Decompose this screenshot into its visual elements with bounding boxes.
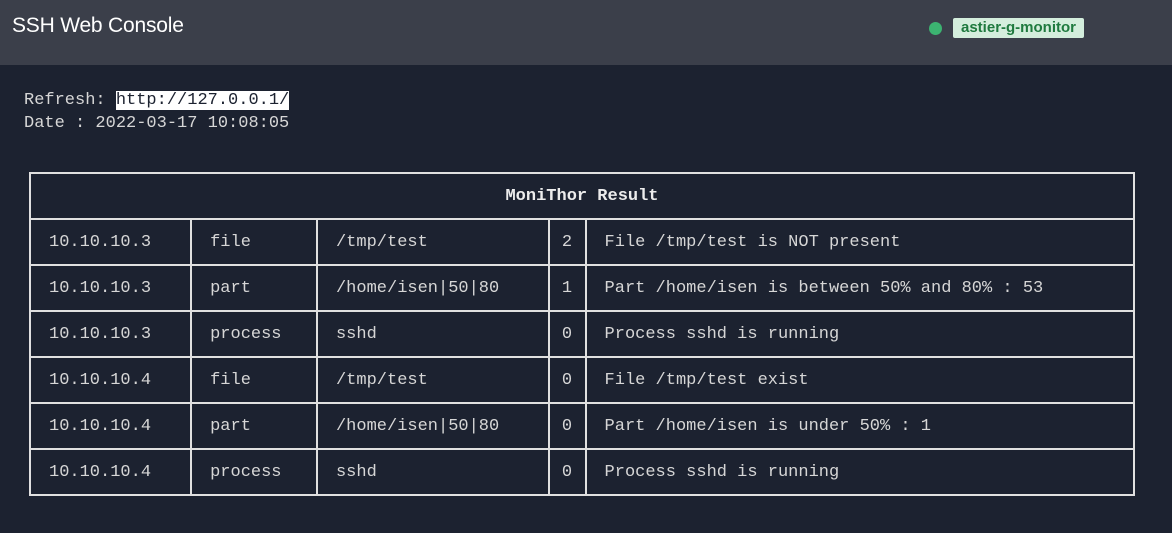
- cell-target: sshd: [315, 310, 550, 358]
- cell-type: part: [190, 402, 318, 450]
- cell-code: 0: [547, 310, 587, 358]
- cell-code: 0: [547, 402, 587, 450]
- cell-ip: 10.10.10.4: [28, 356, 193, 404]
- cell-ip: 10.10.10.3: [28, 264, 193, 312]
- top-bar: SSH Web Console astier-g-monitor: [0, 0, 1172, 65]
- cell-type: part: [190, 264, 318, 312]
- cell-ip: 10.10.10.3: [28, 218, 193, 266]
- table-title: MoniThor Result: [29, 172, 1135, 220]
- cell-message: Part /home/isen is under 50% : 1: [584, 402, 1136, 450]
- refresh-label: Refresh:: [24, 91, 116, 110]
- cell-type: process: [190, 448, 318, 496]
- cell-target: /tmp/test: [315, 356, 550, 404]
- cell-code: 1: [547, 264, 587, 312]
- app-title: SSH Web Console: [12, 14, 184, 37]
- cell-message: File /tmp/test exist: [584, 356, 1136, 404]
- cell-ip: 10.10.10.4: [28, 402, 193, 450]
- cell-code: 2: [547, 218, 587, 266]
- cell-type: file: [190, 218, 318, 266]
- table-header-row: MoniThor Result: [29, 172, 1135, 220]
- console-output: Refresh: http://127.0.0.1/ Date : 2022-0…: [24, 89, 290, 135]
- cell-message: Process sshd is running: [584, 448, 1136, 496]
- cell-type: process: [190, 310, 318, 358]
- cell-target: /home/isen|50|80: [315, 402, 550, 450]
- cell-message: File /tmp/test is NOT present: [584, 218, 1136, 266]
- host-badge: astier-g-monitor: [953, 18, 1085, 38]
- cell-message: Part /home/isen is between 50% and 80% :…: [584, 264, 1136, 312]
- cell-target: /tmp/test: [315, 218, 550, 266]
- connection-status-dot-icon: [929, 22, 942, 35]
- cell-ip: 10.10.10.3: [28, 310, 193, 358]
- cell-message: Process sshd is running: [584, 310, 1136, 358]
- cell-type: file: [190, 356, 318, 404]
- cell-target: /home/isen|50|80: [315, 264, 550, 312]
- date-label: Date :: [24, 114, 96, 133]
- refresh-link[interactable]: http://127.0.0.1/: [115, 91, 290, 110]
- cell-code: 0: [547, 448, 587, 496]
- cell-code: 0: [547, 356, 587, 404]
- cell-target: sshd: [315, 448, 550, 496]
- cell-ip: 10.10.10.4: [28, 448, 193, 496]
- date-value: 2022-03-17 10:08:05: [95, 114, 290, 133]
